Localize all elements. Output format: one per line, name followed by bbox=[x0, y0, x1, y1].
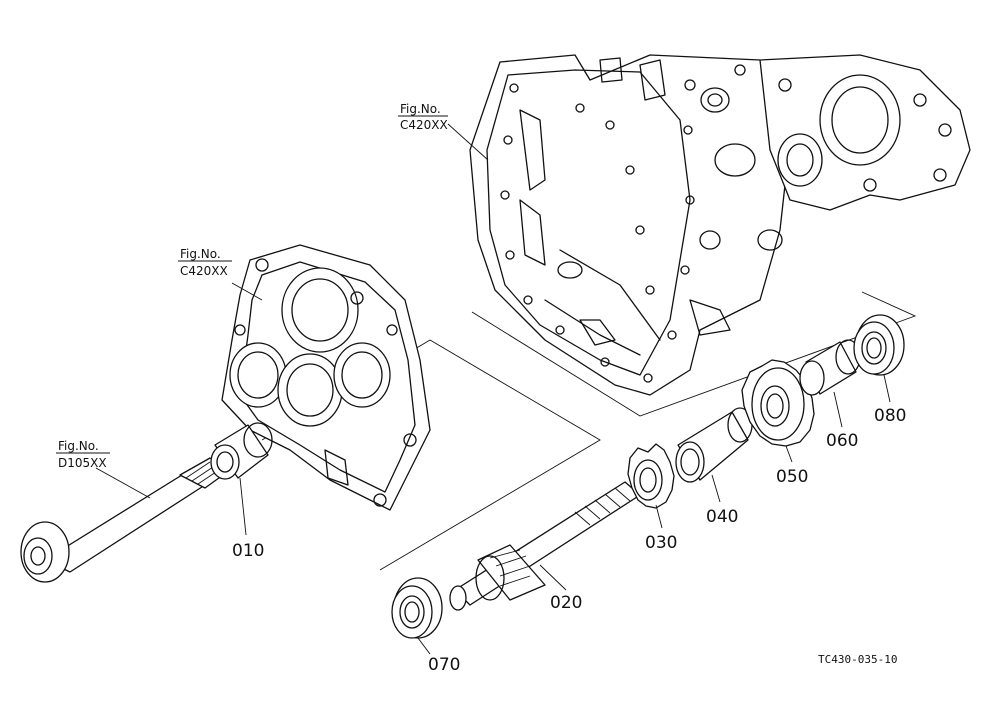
fig-ref-line1: Fig.No. bbox=[58, 439, 99, 453]
part-010-bearing-sleeve bbox=[210, 422, 273, 480]
leader-lines bbox=[95, 123, 891, 655]
fig-ref-line2: D105XX bbox=[58, 456, 107, 470]
shaft-spline bbox=[574, 487, 631, 526]
part-020-main-shaft bbox=[449, 481, 641, 611]
part-label-040: 040 bbox=[706, 507, 738, 527]
transmission-case bbox=[469, 54, 971, 417]
part-label-030: 030 bbox=[645, 533, 677, 553]
input-shaft bbox=[20, 457, 231, 583]
cover-plate bbox=[221, 244, 601, 571]
fig-ref-line1: Fig.No. bbox=[400, 102, 441, 116]
part-label-080: 080 bbox=[874, 406, 906, 426]
part-label-070: 070 bbox=[428, 655, 460, 675]
part-070-ball-bearing bbox=[391, 577, 443, 639]
part-label-060: 060 bbox=[826, 431, 858, 451]
drawing-code: TC430-035-10 bbox=[818, 653, 897, 666]
part-label-050: 050 bbox=[776, 467, 808, 487]
fig-ref-line2: C420XX bbox=[400, 118, 448, 132]
part-label-020: 020 bbox=[550, 593, 582, 613]
part-080-ball-bearing bbox=[853, 314, 905, 376]
part-060-spacer bbox=[799, 339, 861, 396]
figure-reference-c420xx-left: Fig.No. C420XX bbox=[178, 247, 232, 278]
part-030-small-gear bbox=[627, 443, 675, 509]
part-040-collar bbox=[675, 407, 753, 483]
shaft-gear-teeth bbox=[489, 549, 531, 587]
part-050-large-gear bbox=[741, 359, 815, 447]
flange-bolt-holes bbox=[500, 83, 695, 383]
figure-reference-d105xx: Fig.No. D105XX bbox=[56, 439, 110, 470]
fig-ref-line1: Fig.No. bbox=[180, 247, 221, 261]
fig-ref-line2: C420XX bbox=[180, 264, 228, 278]
figure-reference-c420xx-top: Fig.No. C420XX bbox=[398, 102, 448, 132]
part-label-010: 010 bbox=[232, 541, 264, 561]
